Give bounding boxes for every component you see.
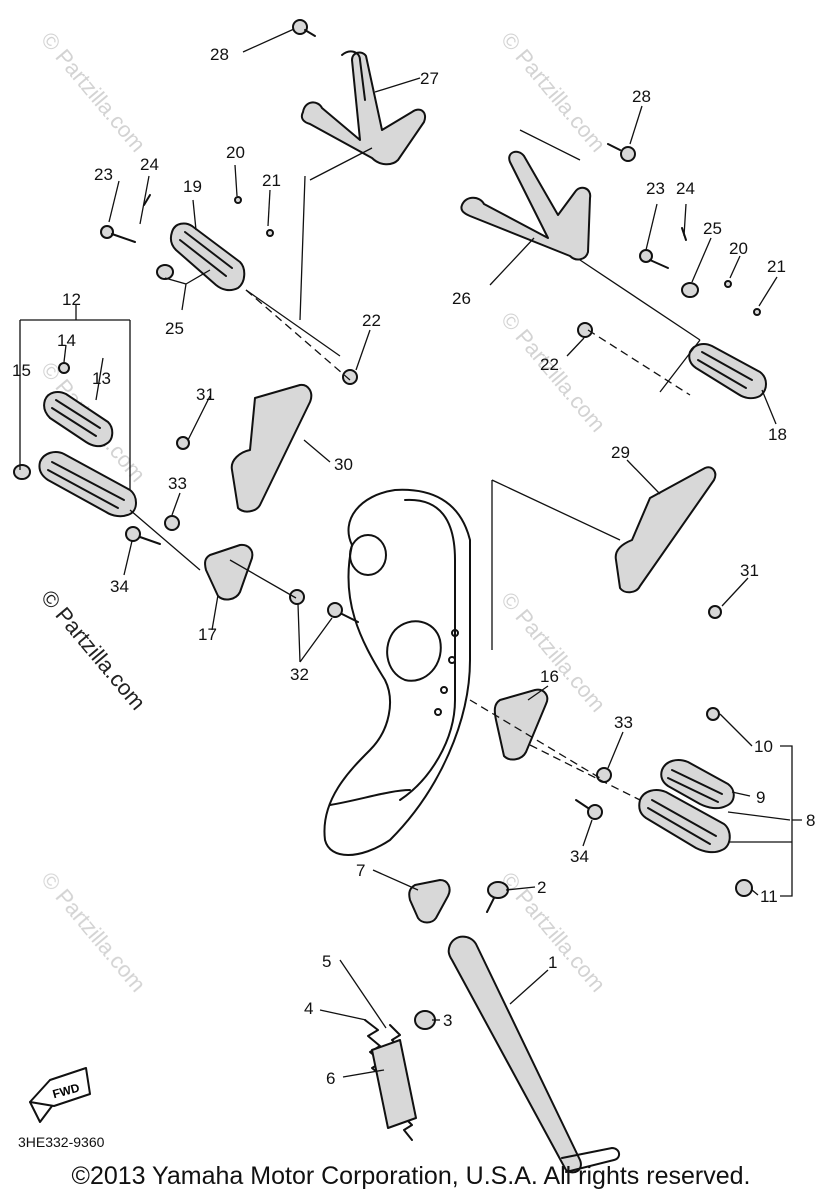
callout-3: 3	[443, 1011, 452, 1030]
callout-8: 8	[806, 811, 815, 830]
callout-20: 20	[226, 143, 245, 162]
callout-7: 7	[356, 861, 365, 880]
callout-23: 23	[646, 179, 665, 198]
callout-14: 14	[57, 331, 76, 350]
footpeg-9	[660, 759, 735, 810]
callout-13: 13	[92, 369, 111, 388]
diagram-code: 3HE332-9360	[18, 1134, 105, 1150]
copyright-notice: ©2013 Yamaha Motor Corporation, U.S.A. A…	[71, 1162, 751, 1190]
fasteners	[58, 19, 761, 820]
callout-23: 23	[94, 165, 113, 184]
watermark-text: © Partzilla.com	[36, 867, 150, 997]
rear-footrest-bracket-27	[300, 50, 426, 166]
footpeg-18	[688, 343, 767, 400]
callout-22: 22	[362, 311, 381, 330]
callout-24: 24	[676, 179, 695, 198]
callout-31: 31	[196, 385, 215, 404]
sidestand-bolt-2	[486, 881, 509, 913]
callout-26: 26	[452, 289, 471, 308]
callout-12: 12	[62, 290, 81, 309]
callout-28: 28	[632, 87, 651, 106]
footpeg-8	[638, 789, 753, 897]
rear-footrest-bracket-26	[460, 150, 592, 261]
callout-labels: 28 27 28 20 23 24 21 19 23 24 25 20 21 2…	[12, 45, 815, 1088]
callout-9: 9	[756, 788, 765, 807]
assembly-lines	[129, 129, 701, 801]
callout-33: 33	[614, 713, 633, 732]
bracket-7	[408, 879, 451, 924]
fwd-label: FWD	[51, 1081, 81, 1102]
watermark-main: © Partzilla.com	[36, 585, 150, 715]
callout-31: 31	[740, 561, 759, 580]
callout-18: 18	[768, 425, 787, 444]
callout-25: 25	[703, 219, 722, 238]
heel-guard-29	[614, 466, 717, 594]
callout-4: 4	[304, 999, 313, 1018]
callout-29: 29	[611, 443, 630, 462]
callout-6: 6	[326, 1069, 335, 1088]
callout-17: 17	[198, 625, 217, 644]
footrest-bracket-17	[204, 543, 254, 601]
watermark-text: © Partzilla.com	[496, 867, 610, 997]
heel-guard-30	[230, 383, 313, 513]
callout-22: 22	[540, 355, 559, 374]
callout-20: 20	[729, 239, 748, 258]
fwd-arrow-icon: FWD	[29, 1067, 91, 1123]
callout-28: 28	[210, 45, 229, 64]
footpeg-12	[13, 451, 137, 518]
callout-5: 5	[322, 952, 331, 971]
callout-10: 10	[754, 737, 773, 756]
callout-2: 2	[537, 878, 546, 897]
callout-25: 25	[165, 319, 184, 338]
callout-34: 34	[570, 847, 589, 866]
frame-outline	[323, 488, 471, 856]
footpeg-13	[43, 391, 114, 448]
callout-21: 21	[262, 171, 281, 190]
callout-30: 30	[334, 455, 353, 474]
spring-6	[371, 1039, 417, 1129]
watermark-text: © Partzilla.com	[36, 27, 150, 157]
callout-21: 21	[767, 257, 786, 276]
callout-19: 19	[183, 177, 202, 196]
callout-33: 33	[168, 474, 187, 493]
callout-11: 11	[760, 887, 778, 906]
callout-15: 15	[12, 361, 31, 380]
callout-24: 24	[140, 155, 159, 174]
callout-16: 16	[540, 667, 559, 686]
leader-lines	[19, 28, 802, 1078]
footrest-bracket-16	[493, 688, 549, 761]
callout-32: 32	[290, 665, 309, 684]
callout-27: 27	[420, 69, 439, 88]
footpeg-19	[169, 222, 246, 292]
callout-34: 34	[110, 577, 129, 596]
sidestand-1	[447, 935, 620, 1174]
callout-1: 1	[548, 953, 557, 972]
watermark-text: © Partzilla.com	[496, 27, 610, 157]
